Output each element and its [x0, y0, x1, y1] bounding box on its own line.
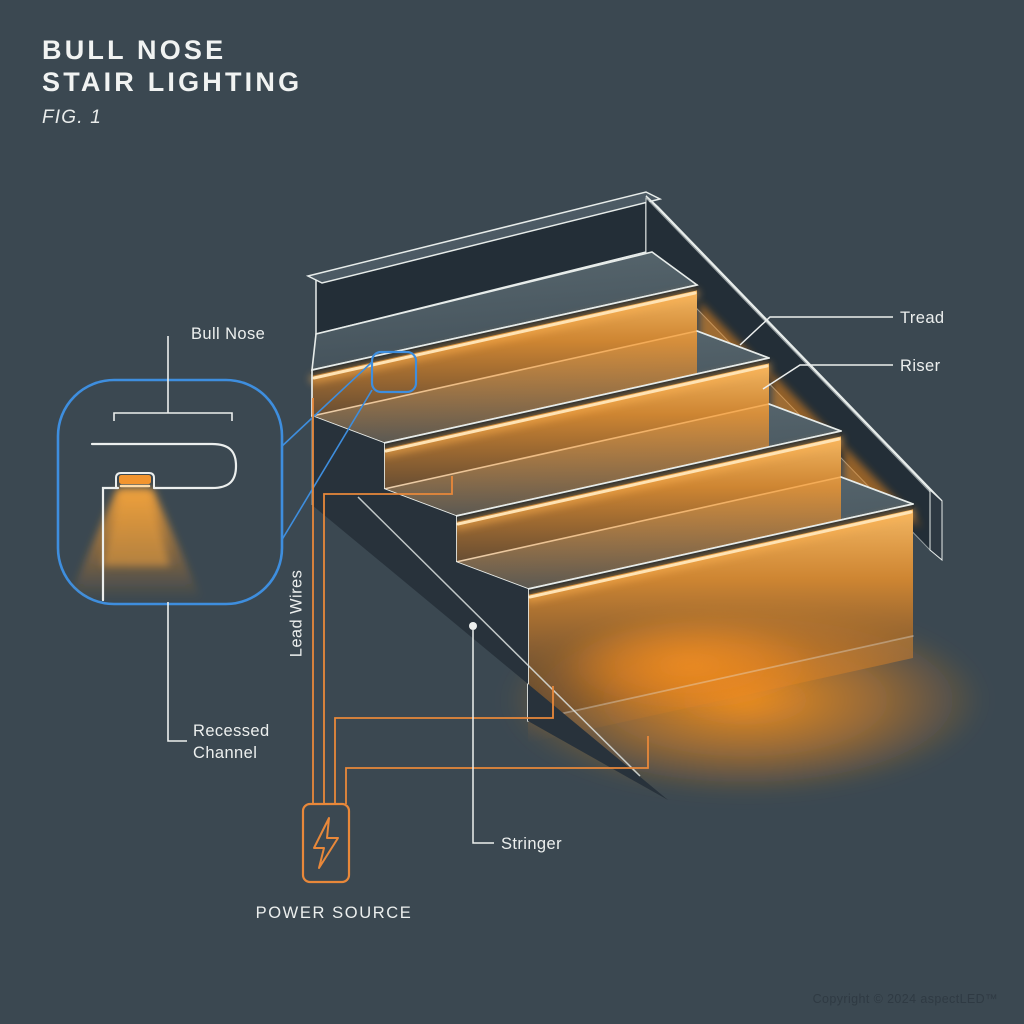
callout-connector-line-top	[279, 361, 373, 449]
bull-nose-bracket	[113, 412, 233, 421]
recessed-channel-label: Recessed Channel	[193, 722, 270, 763]
power-source-box	[301, 802, 351, 884]
title-line1: BULL NOSE	[42, 35, 227, 65]
lead-wires-label: Lead Wires	[287, 569, 306, 658]
stringer-label: Stringer	[501, 835, 562, 853]
tread-leader-line	[739, 316, 893, 346]
stringer-leader-line	[472, 630, 494, 844]
copyright-text: Copyright © 2024 aspectLED™	[812, 992, 998, 1006]
bull-nose-profile	[90, 442, 238, 490]
figure-label: FIG. 1	[42, 107, 102, 128]
lead-wire-2	[323, 476, 453, 804]
cross-section	[68, 412, 238, 602]
power-source-label: POWER SOURCE	[255, 904, 413, 922]
bull-nose-label: Bull Nose	[191, 325, 266, 343]
stairs-illustration	[305, 191, 985, 800]
side-wall	[645, 195, 943, 562]
page-title: BULL NOSE STAIR LIGHTING	[42, 34, 302, 99]
callout-connector-line-bottom	[279, 389, 373, 544]
lead-wires-group	[312, 398, 649, 804]
recessed-channel-profile	[115, 472, 155, 488]
stringer-dot	[469, 622, 477, 630]
stair-outlines	[311, 284, 914, 722]
recessed-channel-led	[119, 475, 151, 484]
led-strips	[309, 285, 916, 603]
back-wall	[305, 191, 663, 335]
leader-lines	[472, 316, 893, 844]
riser-label: Riser	[900, 357, 941, 375]
tread-label: Tread	[900, 309, 945, 327]
recessed-channel-leader-line	[167, 602, 187, 742]
under-tread-glow	[312, 289, 913, 743]
lead-wire-3	[334, 686, 554, 804]
detail-callout	[56, 336, 418, 742]
riser-leader-line	[762, 364, 893, 390]
lead-wire-4	[345, 736, 649, 804]
title-line2: STAIR LIGHTING	[42, 67, 303, 98]
bullnose-highlight-box	[370, 350, 418, 394]
stringer-edge-line	[357, 496, 641, 777]
lightning-bolt-icon	[313, 817, 339, 869]
